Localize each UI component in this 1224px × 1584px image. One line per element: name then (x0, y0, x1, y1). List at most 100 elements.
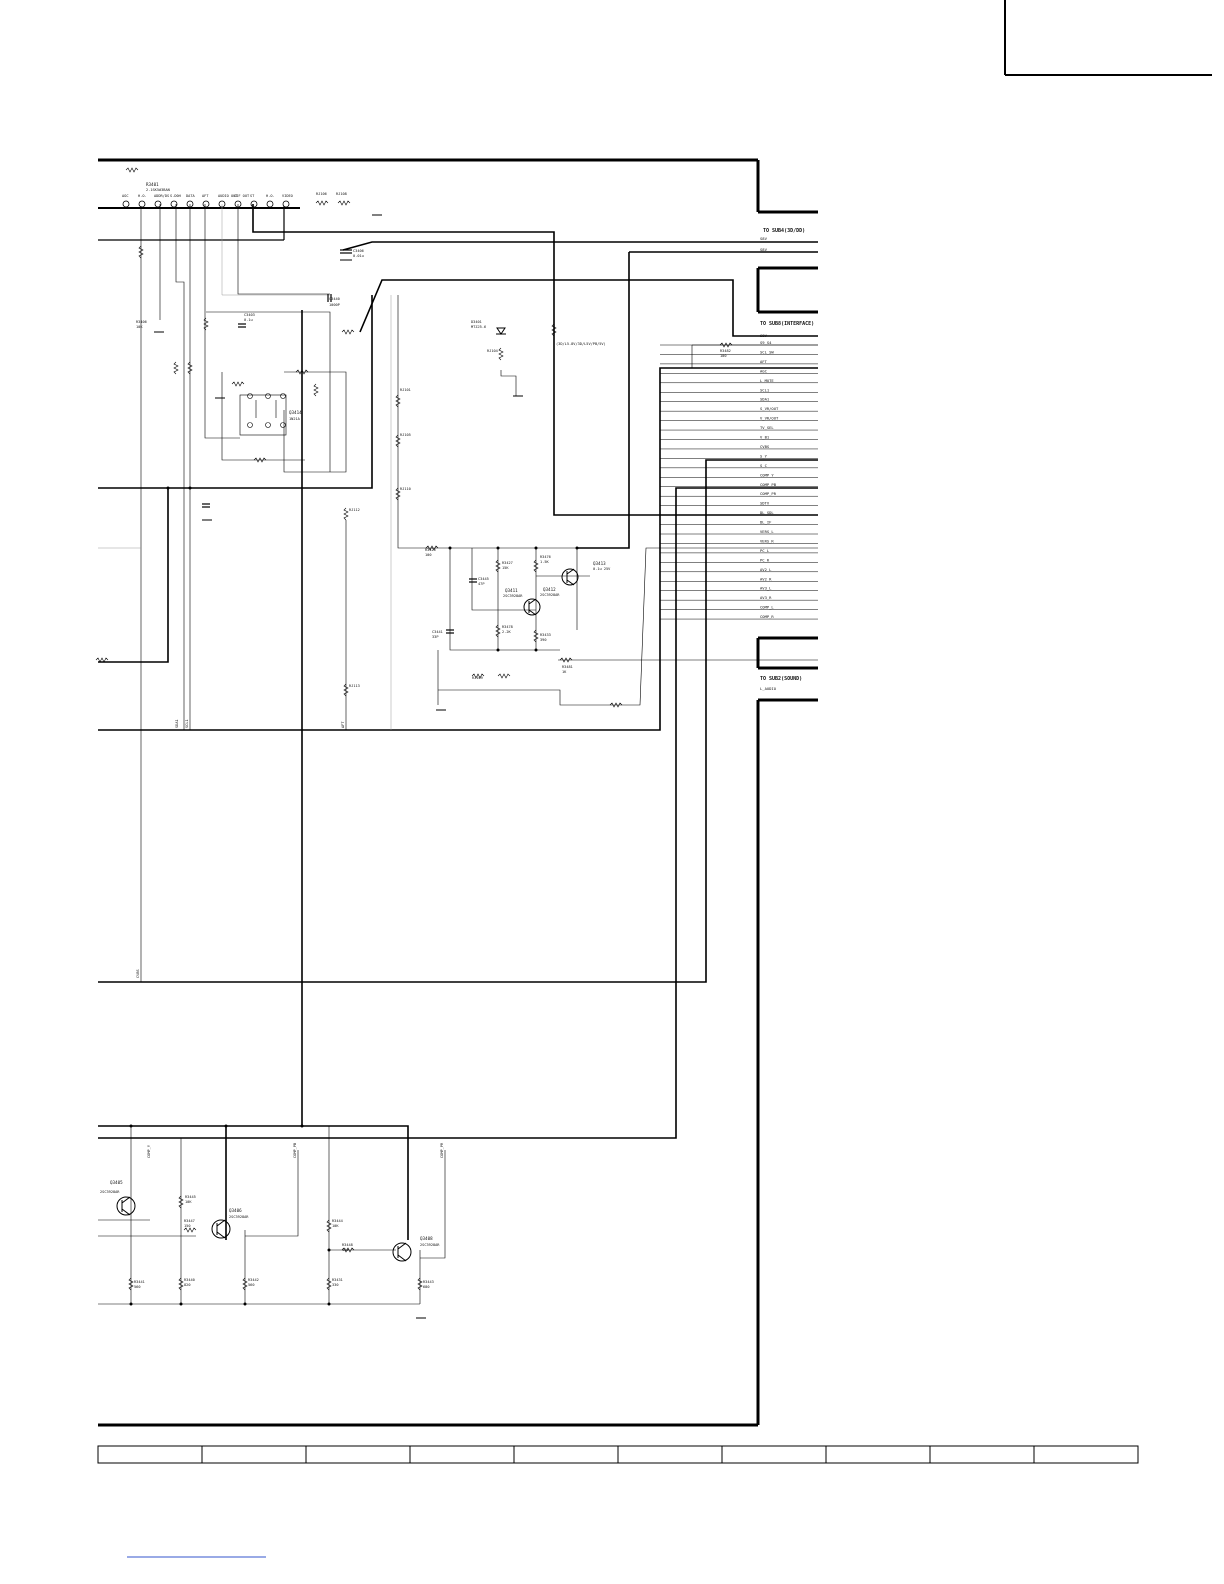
r3447-label: R3447 (184, 1219, 195, 1223)
c3445-value: 47P (478, 582, 485, 586)
sub8-signal-label: S9_S4 (760, 340, 772, 345)
d3401-value: MTZJ5.6 (471, 325, 486, 329)
r3447-value: 150 (184, 1224, 191, 1228)
c3403-label: C3403 (244, 313, 255, 317)
r3431-value: 330 (332, 1283, 339, 1287)
r3425-label: R3425 (425, 548, 436, 552)
r3482-value: 100 (720, 354, 727, 358)
c3406-label: C3406 (353, 249, 364, 253)
r3443-label: R3443 (423, 1280, 434, 1284)
q3408-symbol (392, 1242, 412, 1262)
tuner-pin-label: S.D0H (170, 194, 181, 198)
q3406-symbol (211, 1219, 231, 1239)
connector-sub8-label: TO SUB8(INTERFACE) (760, 321, 814, 327)
sub4-signal-1: S8V (760, 236, 768, 241)
sub8-signal-label: DL_SDL (760, 510, 774, 515)
r3448-label: R3448 (342, 1243, 353, 1247)
sub8-signal-label: SCL_SW (760, 349, 774, 354)
component-labels: C3406 0.01u C3440 1000P C3445 47P C3441 … (134, 192, 731, 1289)
net-cvbs: CVBS (136, 969, 140, 978)
r3440-value: 820 (184, 1283, 191, 1287)
sub8-signal-label: COMP_Y (760, 472, 774, 477)
q3413-part: 0.1u 25V (593, 567, 611, 571)
tuner-pin-label: DATA (186, 194, 195, 198)
r3476-label: R3476 (540, 555, 551, 559)
annotation-text: (3D/L5.8V/3D/L5V/PB/5V) (556, 342, 606, 346)
r3478-value: 2.2K (502, 630, 511, 634)
grey-nets (98, 204, 392, 730)
r3476-value: 1.5K (540, 560, 549, 564)
junction-dots (129, 486, 579, 1306)
q3411-ref: Q3411 (505, 588, 518, 593)
net-comp-pr: COMP_PR (440, 1142, 444, 1158)
c3403-value: 0.1u (244, 318, 253, 322)
sub8-signal-label: V_B1 (760, 435, 770, 440)
tuner-pin-label: AGC (122, 194, 129, 198)
tuner-pin-9 (250, 200, 258, 208)
tuner-pin-label: H.O. (266, 194, 275, 198)
q3406-ref: Q3406 (229, 1208, 242, 1213)
r3478-label: R3478 (502, 625, 513, 629)
sub8-signal-label: S_C (760, 463, 767, 468)
tuner-pin-10 (266, 200, 274, 208)
sub4-signal-2: S8V (760, 247, 768, 252)
r3442-label: R3442 (248, 1278, 259, 1282)
q3406-part: 2SC3928AR (229, 1215, 249, 1219)
r3427-value: 15K (502, 566, 509, 570)
sub8-signal-label: PC_R (760, 557, 770, 562)
q3411-part: 2SC3928AR (503, 594, 523, 598)
tuner-pin-3 (154, 200, 162, 208)
rj104-label: RJ104 (487, 349, 498, 353)
sub8-signal-label: V_VR/OUT (760, 416, 779, 421)
r3482-label: R3482 (720, 349, 731, 353)
r3445-label: R3445 (185, 1195, 196, 1199)
sub8-signal-label: SDTV (760, 501, 770, 506)
sub8-signal-label: AV2_L (760, 567, 772, 572)
sub8-signal-label: COMP_L (760, 605, 774, 610)
r3406-label: R3406 (136, 320, 147, 324)
capacitor-symbols (202, 249, 477, 634)
tuner-pin-label: SIF OUT (234, 194, 250, 198)
sub2-signal-1: L_AUDIO (760, 686, 777, 691)
thin-nets (98, 204, 818, 1305)
rj105-label: RJ105 (400, 433, 411, 437)
r3441-label: R3441 (134, 1280, 145, 1284)
sub8-signal-label: COMP_PB (760, 482, 777, 487)
sub8-signal-label: TV_SEL (760, 425, 774, 430)
ic-switch-box (239, 393, 287, 436)
sub8-signal-label: AV3_R (760, 595, 772, 600)
sub8-signal-label: VERS_L (760, 529, 774, 534)
q3408-part: 2SC3928AR (420, 1243, 440, 1247)
c3406-value: 0.01u (353, 254, 364, 258)
sub8-signal-label: AFT (760, 359, 768, 364)
r3401-label: R3401 (146, 182, 159, 187)
rj101-label: RJ101 (400, 388, 411, 392)
sub8-signal-label: CVBS (760, 444, 770, 449)
r3441-value: 560 (134, 1285, 141, 1289)
sub8-signal-label: SCL1 (760, 387, 770, 392)
r3433-value: 390 (540, 638, 547, 642)
q3405-part: 2SC3928AR (100, 1190, 120, 1194)
c3441-label: C3441 (432, 630, 443, 634)
connector-sub2-label: TO SUB2(SOUND) (760, 676, 802, 682)
tuner-pin-label: AUDIO OUT (218, 194, 238, 198)
c3445-label: C3445 (478, 577, 489, 581)
r3445-value: 10K (185, 1200, 192, 1204)
r3440-label: R3440 (184, 1278, 195, 1282)
tuner-pin-label: ST (250, 194, 255, 198)
r3425-value: 100 (425, 553, 432, 557)
q3413-ref: Q3413 (593, 561, 606, 566)
rj109-label: RJ109 (472, 676, 483, 680)
q3412-ref: Q3412 (543, 587, 556, 592)
r3431-label: R3431 (332, 1278, 343, 1282)
q3405-ref: Q3405 (110, 1180, 123, 1185)
tuner-pin-1 (122, 200, 130, 208)
title-block-frame (1004, 0, 1212, 76)
q3412-symbol (561, 568, 579, 586)
sub8-signal-label: COMP_PR (760, 491, 777, 496)
sub8-signal-label: AV2_R (760, 576, 772, 581)
sub8-signal-label: VERS_R (760, 538, 774, 543)
r3406-value: 10K (136, 325, 143, 329)
r3481-value: 1K (562, 670, 567, 674)
